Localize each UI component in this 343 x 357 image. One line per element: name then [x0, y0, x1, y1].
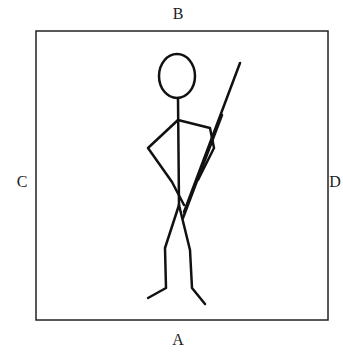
side-label: A	[172, 332, 184, 348]
side-label: C	[17, 174, 28, 190]
side-label: B	[173, 6, 184, 22]
frame	[36, 31, 328, 320]
side-label: D	[329, 174, 341, 190]
figure	[148, 54, 240, 304]
